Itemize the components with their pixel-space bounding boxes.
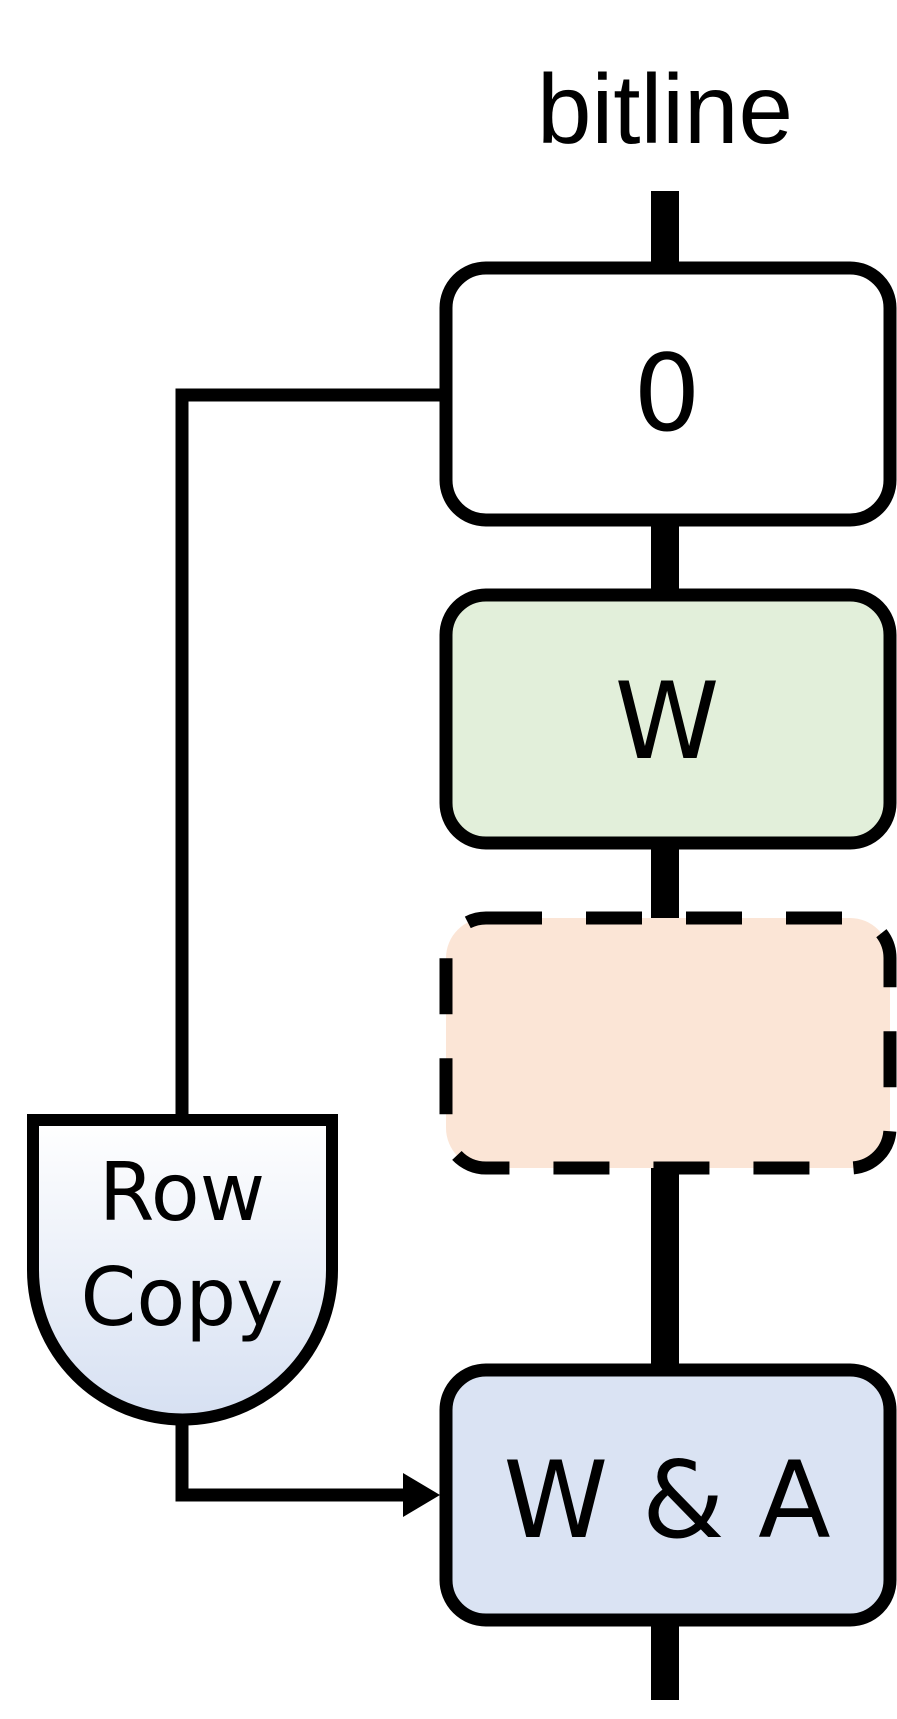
copy-arrowhead bbox=[403, 1473, 440, 1517]
copy-source-wire bbox=[175, 388, 440, 1120]
bitline-label: bitline bbox=[537, 54, 793, 164]
row-weight-activation-box bbox=[439, 1363, 897, 1627]
copy-destination-wire bbox=[175, 1420, 404, 1502]
row-weight-activation-label: W & A bbox=[503, 1439, 830, 1562]
row-zero-label: 0 bbox=[633, 332, 700, 455]
row-copy-label-line2: Copy bbox=[81, 1251, 284, 1344]
row-copy-block bbox=[27, 1114, 338, 1426]
row-copy-label-line1: Row bbox=[99, 1146, 265, 1239]
row-zero-box bbox=[439, 261, 897, 527]
row-empty-box bbox=[439, 911, 897, 1175]
row-weight-box bbox=[439, 588, 897, 850]
row-weight-label: W bbox=[615, 660, 720, 783]
